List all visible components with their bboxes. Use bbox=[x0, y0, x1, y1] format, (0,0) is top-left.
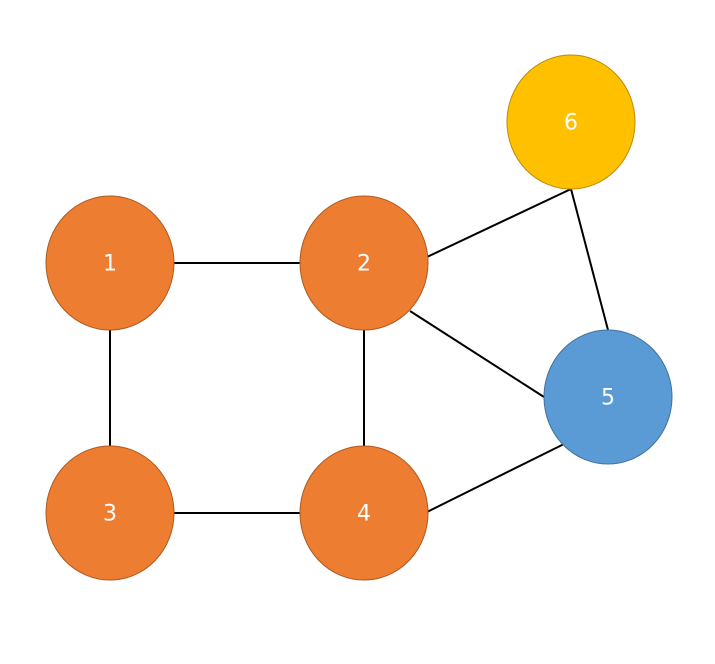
node-1: 1 bbox=[45, 195, 175, 331]
edge-4-5 bbox=[426, 443, 565, 513]
node-6-label: 6 bbox=[564, 111, 578, 136]
node-6: 6 bbox=[506, 54, 636, 190]
node-6-circle bbox=[506, 54, 636, 190]
node-1-label: 1 bbox=[103, 252, 117, 277]
node-1-circle bbox=[45, 195, 175, 331]
node-5-label: 5 bbox=[601, 386, 615, 411]
node-3: 3 bbox=[45, 445, 175, 581]
node-5-circle bbox=[543, 329, 673, 465]
node-2-circle bbox=[299, 195, 429, 331]
node-4: 4 bbox=[299, 445, 429, 581]
node-5: 5 bbox=[543, 329, 673, 465]
edge-6-5 bbox=[570, 188, 609, 331]
node-2-label: 2 bbox=[357, 252, 371, 277]
node-4-circle bbox=[299, 445, 429, 581]
edge-2-5 bbox=[409, 310, 545, 398]
nodes-layer: 1 2 3 4 5 6 bbox=[45, 54, 673, 581]
node-4-label: 4 bbox=[357, 502, 371, 527]
node-3-label: 3 bbox=[103, 502, 117, 527]
edges-layer bbox=[109, 188, 609, 514]
edge-2-6 bbox=[426, 188, 572, 258]
node-2: 2 bbox=[299, 195, 429, 331]
node-3-circle bbox=[45, 445, 175, 581]
